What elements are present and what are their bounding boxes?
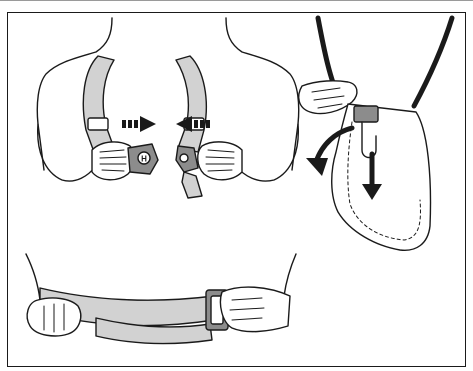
torso-outline: [37, 18, 298, 170]
left-push-arrow: [122, 116, 156, 132]
harness-buckle-illustration: H: [37, 18, 298, 198]
brand-logo-letter: H: [141, 155, 147, 164]
buckle-release-button: [180, 154, 188, 162]
hook-plate: [354, 106, 378, 122]
left-strap-adjuster: [88, 118, 108, 130]
release-curve-arrowhead: [306, 158, 328, 176]
right-arm: [236, 124, 298, 181]
right-shoulder-strap: [176, 56, 206, 152]
right-pulling-hand: [220, 287, 290, 332]
hanging-strap-end: [182, 172, 202, 198]
right-hand: [198, 142, 242, 180]
suspension-strap-right: [414, 18, 452, 106]
left-shoulder-strap: [83, 56, 114, 152]
hip-pad: [332, 104, 431, 250]
hook-release-illustration: [299, 18, 452, 250]
hip-belt-illustration: [26, 254, 296, 343]
